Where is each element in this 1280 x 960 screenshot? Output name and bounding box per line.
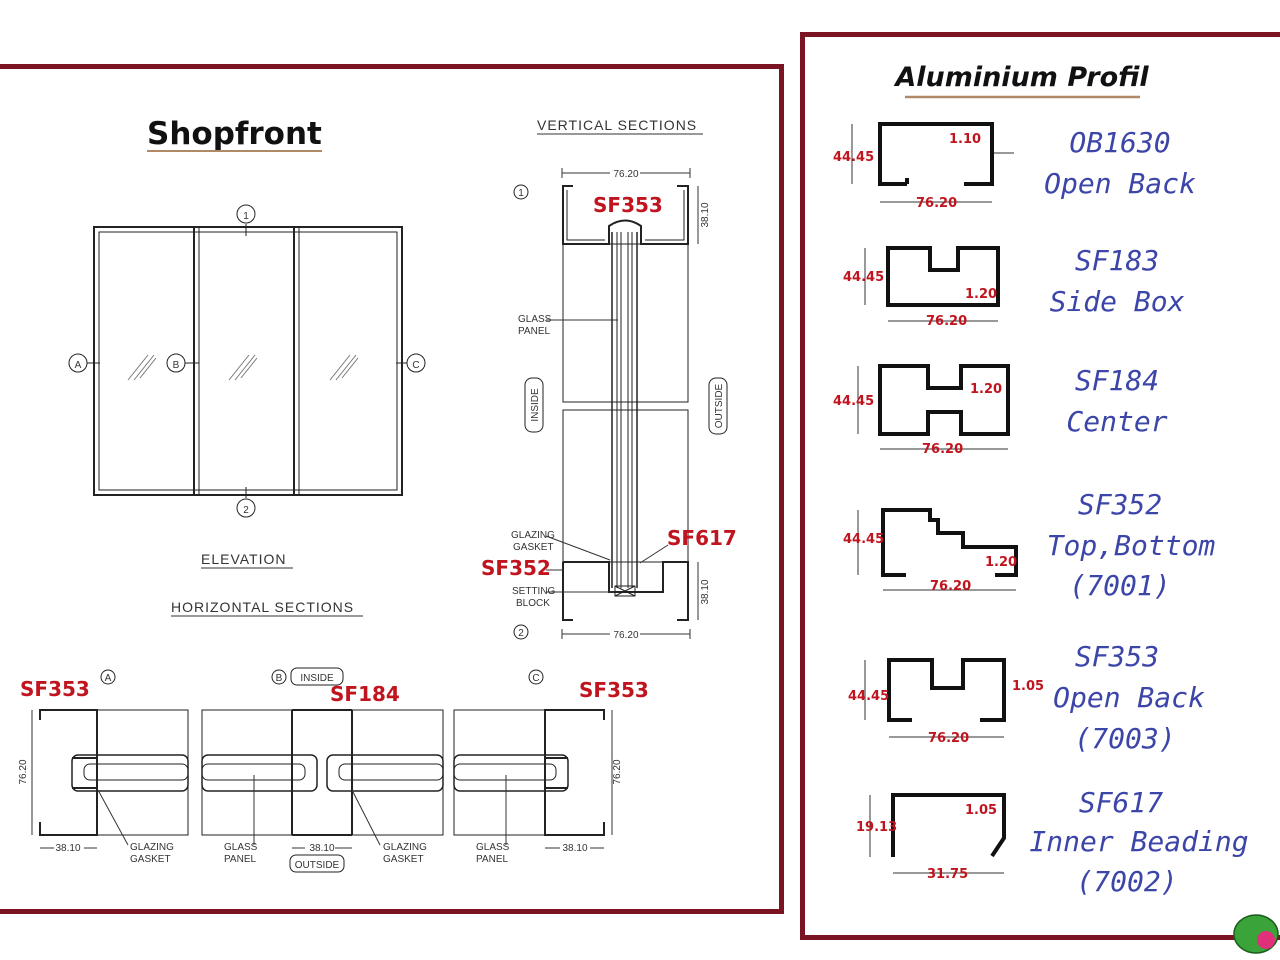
svg-text:GASKET: GASKET: [130, 854, 171, 865]
shopfront-panel: [0, 64, 784, 914]
svg-text:1: 1: [518, 188, 524, 199]
vertical-top-width: 76.20: [613, 169, 638, 180]
svg-text:1.20: 1.20: [970, 382, 1002, 397]
svg-text:GLAZING: GLAZING: [130, 842, 174, 853]
profile-6-desc: Inner Beading: [1029, 825, 1248, 858]
svg-text:2: 2: [518, 628, 524, 639]
svg-text:44.45: 44.45: [848, 689, 889, 704]
profile-5-code: SF353: [1075, 640, 1159, 673]
horizontal-sections-label: HORIZONTAL SECTIONS: [171, 599, 354, 615]
profile-4-code: SF352: [1078, 488, 1162, 521]
horizontal-code-b: SF184: [330, 682, 400, 706]
glass-panel-label-2: PANEL: [518, 326, 550, 337]
horizontal-b-depth: 38.10: [309, 843, 334, 854]
svg-text:1.20: 1.20: [965, 287, 997, 302]
profile-6-extra: (7002): [1076, 865, 1177, 898]
horizontal-code-c: SF353: [579, 678, 649, 702]
svg-text:1.05: 1.05: [1012, 679, 1044, 694]
svg-text:1.05: 1.05: [965, 803, 997, 818]
profile-1-desc: Open Back: [1044, 167, 1196, 200]
svg-text:PANEL: PANEL: [476, 854, 508, 865]
aluminium-profile-title: Aluminium Profil: [893, 62, 1149, 93]
profile-5-extra: (7003): [1074, 722, 1175, 755]
horizontal-a-depth: 38.10: [55, 843, 80, 854]
horizontal-a-height: 76.20: [18, 759, 29, 784]
svg-text:GLAZING: GLAZING: [383, 842, 427, 853]
profile-4-extra: (7001): [1069, 569, 1170, 602]
mysepang-logo: [1233, 914, 1279, 954]
glazing-gasket-label-1: GLAZING: [511, 530, 555, 541]
profile-1-code: OB1630: [1069, 126, 1170, 159]
vertical-outside-label: OUTSIDE: [714, 383, 725, 428]
glass-panel-label-1: GLASS: [518, 314, 552, 325]
profile-2-desc: Side Box: [1050, 285, 1185, 318]
svg-text:44.45: 44.45: [833, 150, 874, 165]
svg-text:GLASS: GLASS: [476, 842, 510, 853]
elevation-label: ELEVATION: [201, 551, 287, 567]
svg-text:44.45: 44.45: [843, 270, 884, 285]
vertical-bottom-height: 38.10: [700, 579, 711, 604]
svg-text:1.10: 1.10: [949, 132, 981, 147]
svg-text:19.13: 19.13: [856, 820, 897, 835]
elevation-drawing: 1 2 A B C: [68, 204, 426, 518]
vertical-beading-code: SF617: [667, 526, 737, 550]
profile-6-code: SF617: [1079, 786, 1163, 819]
svg-text:PANEL: PANEL: [224, 854, 256, 865]
svg-text:GLASS: GLASS: [224, 842, 258, 853]
profile-sf352: 44.45 1.20 76.20 SF352 Top,Bottom (7001): [843, 488, 1215, 602]
svg-text:1.20: 1.20: [985, 555, 1017, 570]
vertical-top-height: 38.10: [700, 202, 711, 227]
vertical-section-drawing: 76.20 38.10 1 SF353 38.10 76.20 2 GLASS …: [481, 166, 737, 641]
svg-text:44.45: 44.45: [833, 394, 874, 409]
horizontal-outside-label: OUTSIDE: [295, 860, 340, 871]
horizontal-c-depth: 38.10: [562, 843, 587, 854]
svg-text:76.20: 76.20: [930, 579, 971, 594]
profile-sf617: 19.13 1.05 31.75 SF617 Inner Beading (70…: [856, 786, 1249, 898]
svg-text:76.20: 76.20: [916, 196, 957, 211]
profile-4-desc: Top,Bottom: [1047, 529, 1216, 562]
horizontal-c-height: 76.20: [612, 759, 623, 784]
profile-sf183: 44.45 1.20 76.20 SF183 Side Box: [843, 244, 1185, 329]
svg-text:B: B: [276, 673, 283, 684]
glazing-gasket-label-2: GASKET: [513, 542, 554, 553]
profile-3-desc: Center: [1066, 405, 1167, 438]
profile-sf353: 44.45 1.05 76.20 SF353 Open Back (7003): [848, 640, 1205, 755]
profile-2-code: SF183: [1075, 244, 1159, 277]
svg-text:76.20: 76.20: [928, 731, 969, 746]
svg-text:44.45: 44.45: [843, 532, 884, 547]
marker-b: B: [173, 360, 180, 371]
svg-text:76.20: 76.20: [926, 314, 967, 329]
marker-c: C: [412, 360, 419, 371]
vertical-top-code: SF353: [593, 193, 663, 217]
vertical-inside-label: INSIDE: [530, 388, 541, 422]
vertical-sections-label: VERTICAL SECTIONS: [537, 117, 697, 133]
svg-text:GASKET: GASKET: [383, 854, 424, 865]
profile-sf184: 44.45 1.20 76.20 SF184 Center: [833, 364, 1168, 457]
profile-5-desc: Open Back: [1053, 681, 1205, 714]
setting-block-label-2: BLOCK: [516, 598, 550, 609]
profile-ob1630: 44.45 1.10 76.20 OB1630 Open Back: [833, 122, 1196, 211]
marker-2: 2: [243, 505, 249, 516]
marker-1: 1: [243, 211, 249, 222]
shopfront-title: Shopfront: [147, 116, 322, 152]
setting-block-label-1: SETTING: [512, 586, 556, 597]
svg-text:31.75: 31.75: [927, 867, 968, 882]
svg-text:C: C: [532, 673, 539, 684]
vertical-bottom-code: SF352: [481, 556, 551, 580]
profile-3-code: SF184: [1075, 364, 1159, 397]
horizontal-sections-drawing: A SF353 76.20 38.10 GLAZING GASKET B INS…: [18, 667, 649, 873]
svg-text:A: A: [105, 673, 112, 684]
vertical-bottom-width: 76.20: [613, 630, 638, 641]
svg-text:76.20: 76.20: [922, 442, 963, 457]
marker-a: A: [75, 360, 82, 371]
horizontal-inside-label: INSIDE: [300, 673, 334, 684]
horizontal-code-a: SF353: [20, 677, 90, 701]
